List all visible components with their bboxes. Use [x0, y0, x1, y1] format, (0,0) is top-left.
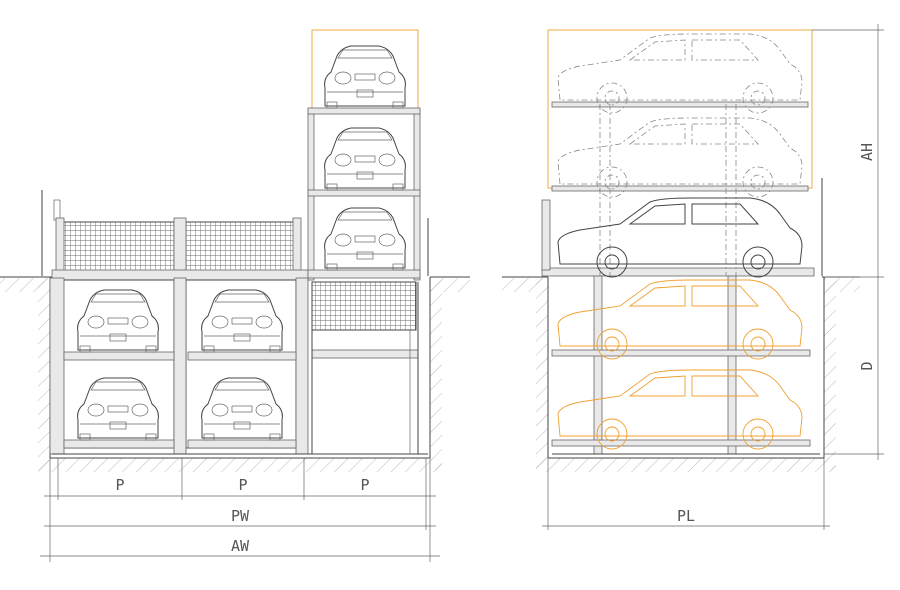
- tower-car-middle: [324, 127, 406, 191]
- dim-overall-width: AW: [231, 537, 250, 555]
- dim-bay-1: P: [115, 476, 124, 494]
- pit-car-upper-1: [77, 289, 159, 353]
- pit-car-lower-2: [201, 377, 283, 441]
- side-view: [502, 29, 860, 472]
- front-view: [0, 29, 470, 472]
- car-ground-level: [557, 197, 803, 278]
- ghost-car-top: [557, 33, 803, 114]
- tower-car-top: [324, 45, 406, 109]
- dim-depth: D: [858, 361, 876, 370]
- side-dimensions: PL AH D: [542, 24, 884, 530]
- tower-car-bottom: [324, 207, 406, 271]
- dim-bay-2: P: [238, 476, 247, 494]
- dim-length: PL: [677, 507, 695, 525]
- dim-above-height: AH: [858, 143, 876, 161]
- ghost-car-middle: [557, 117, 803, 198]
- pit-car-upper-2: [201, 289, 283, 353]
- dim-bay-3: P: [360, 476, 369, 494]
- pit-car-lower-1: [77, 377, 159, 441]
- front-dimensions: P P P PW AW: [40, 458, 440, 562]
- dim-pit-width: PW: [231, 507, 250, 525]
